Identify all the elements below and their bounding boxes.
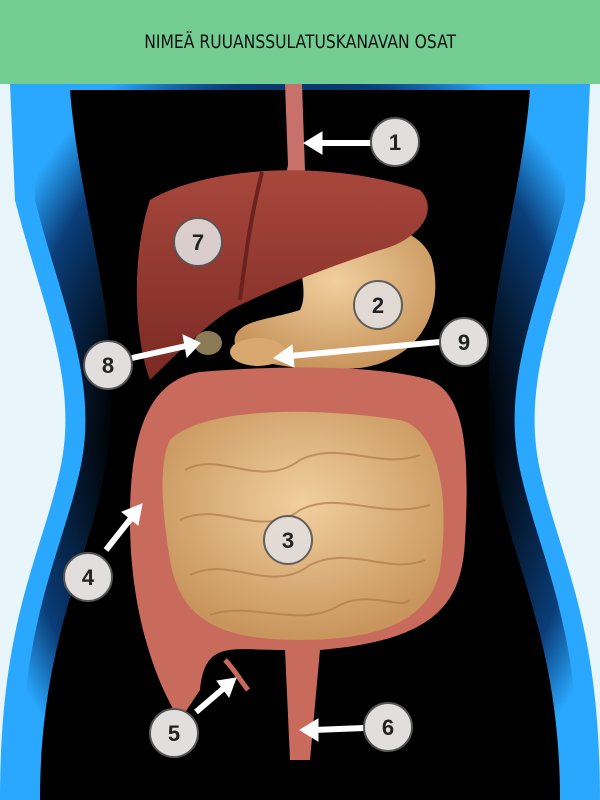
svg-text:3: 3 xyxy=(282,528,294,553)
stomach xyxy=(234,222,436,370)
marker-6[interactable]: 6 xyxy=(363,702,413,752)
marker-1[interactable]: 1 xyxy=(370,117,420,167)
arrow-4-head xyxy=(121,503,143,526)
arrow-1-head xyxy=(303,131,323,155)
arrow-8 xyxy=(131,343,187,361)
gallbladder xyxy=(194,331,222,355)
arrow-6 xyxy=(313,725,365,733)
marker-2[interactable]: 2 xyxy=(353,280,403,330)
marker-9[interactable]: 9 xyxy=(439,317,489,367)
svg-text:5: 5 xyxy=(168,721,180,746)
appendix xyxy=(223,658,250,692)
marker-8[interactable]: 8 xyxy=(83,340,133,390)
marker-4[interactable]: 4 xyxy=(63,552,113,602)
svg-text:9: 9 xyxy=(458,330,470,355)
svg-text:8: 8 xyxy=(102,353,114,378)
marker-5[interactable]: 5 xyxy=(149,708,199,758)
svg-text:4: 4 xyxy=(82,565,95,590)
svg-text:7: 7 xyxy=(192,230,204,255)
arrow-4 xyxy=(103,515,135,552)
arrow-5 xyxy=(194,685,226,715)
marker-3[interactable]: 3 xyxy=(263,515,313,565)
title-bar: NIMEÄ RUUANSSULATUSKANAVAN OSAT xyxy=(0,0,600,84)
arrow-6-head xyxy=(299,718,319,742)
marker-7[interactable]: 7 xyxy=(173,217,223,267)
svg-text:2: 2 xyxy=(372,293,384,318)
arrow-9-head xyxy=(273,344,295,368)
arrow-8-head xyxy=(182,334,201,359)
svg-text:6: 6 xyxy=(382,715,394,740)
arrow-9 xyxy=(289,339,441,359)
page-title: NIMEÄ RUUANSSULATUSKANAVAN OSAT xyxy=(144,31,456,53)
arrow-5-head xyxy=(216,677,237,699)
svg-text:1: 1 xyxy=(389,130,401,155)
pancreas xyxy=(230,338,286,366)
